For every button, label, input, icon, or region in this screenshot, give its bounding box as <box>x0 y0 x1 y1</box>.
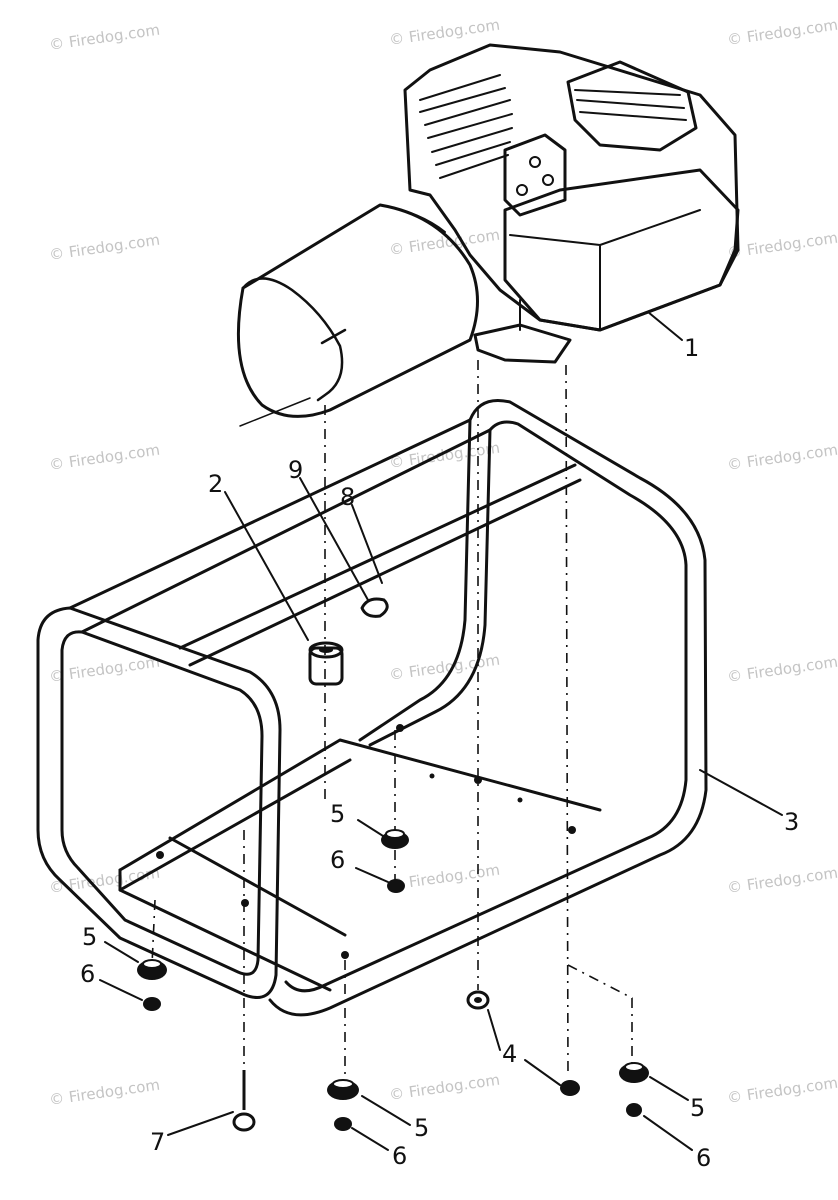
assembly-lines <box>151 360 633 1110</box>
watermark: © Firedog.com <box>48 441 161 474</box>
watermark: © Firedog.com <box>388 1071 501 1104</box>
watermark: © Firedog.com <box>48 231 161 264</box>
watermark: © Firedog.com <box>726 16 838 49</box>
washer-part <box>360 597 389 618</box>
nut-right <box>626 1103 642 1117</box>
nut-bottom <box>334 1117 352 1131</box>
callout-6: 6 <box>696 1144 711 1172</box>
watermark: © Firedog.com <box>388 439 501 472</box>
nut-part-4-a <box>466 990 490 1010</box>
bolt-part-7 <box>232 1070 256 1132</box>
watermark: © Firedog.com <box>48 653 161 686</box>
engine-assembly <box>236 43 740 427</box>
generator-cylinder <box>236 203 479 418</box>
watermark: © Firedog.com <box>388 861 501 894</box>
watermark: © Firedog.com <box>726 1074 838 1107</box>
nut-part-4-b <box>560 1080 580 1096</box>
callout-6: 6 <box>392 1142 407 1170</box>
callout-3: 3 <box>784 808 799 836</box>
callout-5: 5 <box>330 800 345 828</box>
isolator-center <box>381 829 409 849</box>
isolator-bottom <box>327 1079 359 1100</box>
air-cleaner <box>566 60 698 152</box>
watermark: © Firedog.com <box>726 864 838 897</box>
watermark: © Firedog.com <box>48 1076 161 1109</box>
leader-lines <box>99 311 783 1151</box>
watermark: © Firedog.com <box>48 21 161 54</box>
watermark: © Firedog.com <box>48 864 161 897</box>
callout-8: 8 <box>340 483 355 511</box>
coupler-part <box>308 641 344 686</box>
callout-7: 7 <box>150 1128 165 1156</box>
callout-2: 2 <box>208 470 223 498</box>
callout-5: 5 <box>690 1094 705 1122</box>
hardware <box>137 597 649 1132</box>
callout-5: 5 <box>82 923 97 951</box>
tubular-frame <box>36 399 708 1017</box>
callout-5: 5 <box>414 1114 429 1142</box>
callout-1: 1 <box>684 334 699 362</box>
callout-6: 6 <box>80 960 95 988</box>
callout-labels: 1 2 9 8 3 5 6 5 6 4 7 5 6 5 6 <box>80 334 799 1172</box>
fuel-tank <box>503 168 740 332</box>
callout-6: 6 <box>330 846 345 874</box>
watermark: © Firedog.com <box>388 16 501 49</box>
watermark: © Firedog.com <box>726 653 838 686</box>
nut-center <box>387 879 405 893</box>
isolator-right <box>619 1062 649 1083</box>
nut-left <box>143 997 161 1011</box>
callout-4: 4 <box>502 1040 517 1068</box>
watermark: © Firedog.com <box>726 441 838 474</box>
callout-9: 9 <box>288 456 303 484</box>
watermark: © Firedog.com <box>726 229 838 262</box>
isolator-left <box>137 959 167 980</box>
